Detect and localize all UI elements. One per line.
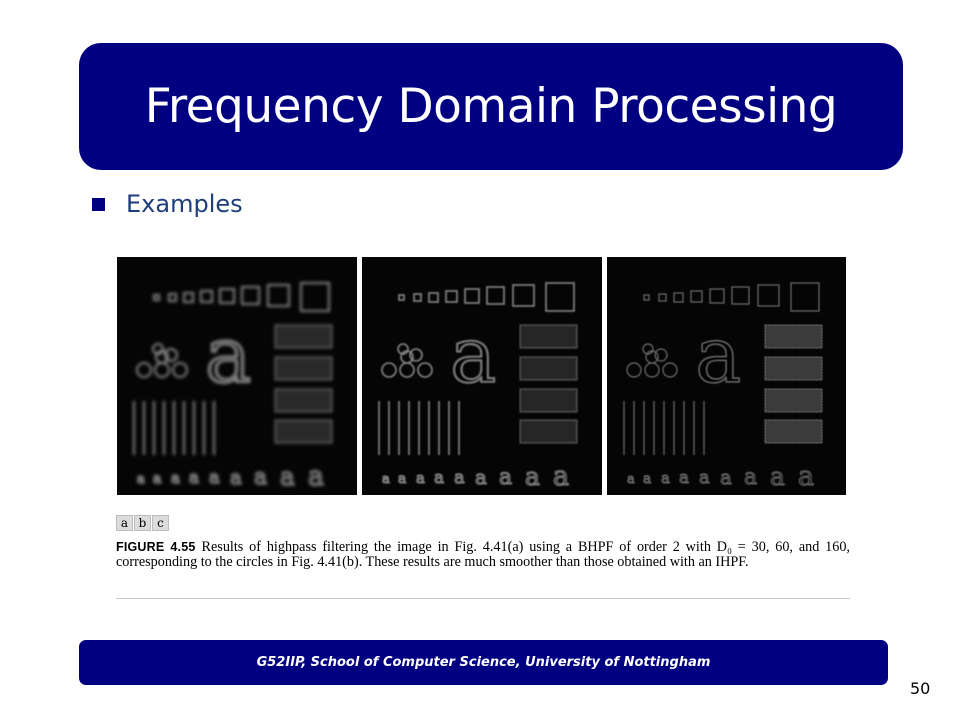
svg-text:a: a: [209, 467, 220, 488]
caption-divider: [116, 598, 850, 599]
figure-caption-label: FIGURE 4.55: [116, 540, 196, 554]
panel-label-b: b: [134, 515, 151, 531]
bullet-text: Examples: [126, 190, 243, 218]
svg-text:a: a: [661, 469, 670, 487]
panel-label-a: a: [116, 515, 133, 531]
slide-title: Frequency Domain Processing: [144, 79, 838, 134]
panel-labels: a b c: [116, 515, 170, 531]
letter-a-glyph: a: [205, 311, 252, 401]
svg-text:a: a: [699, 467, 710, 488]
svg-text:a: a: [230, 465, 242, 489]
svg-text:a: a: [679, 468, 689, 488]
svg-text:a: a: [382, 472, 390, 487]
panel-label-c: c: [152, 515, 169, 531]
svg-text:a: a: [254, 465, 267, 490]
bullet-item: Examples: [92, 190, 243, 218]
svg-text:a: a: [308, 461, 324, 492]
title-banner: Frequency Domain Processing: [79, 43, 903, 170]
svg-text:a: a: [398, 471, 406, 487]
svg-text:a: a: [280, 462, 295, 491]
svg-text:a: a: [153, 471, 161, 487]
svg-text:a: a: [454, 467, 465, 488]
svg-text:a: a: [189, 468, 199, 488]
svg-text:a: a: [525, 462, 540, 491]
svg-text:a: a: [720, 465, 732, 489]
svg-text:a: a: [798, 461, 814, 492]
svg-text:a: a: [171, 469, 180, 487]
svg-text:a: a: [475, 465, 487, 489]
page-number: 50: [910, 679, 931, 698]
svg-text:a: a: [627, 472, 635, 487]
svg-text:a: a: [770, 462, 785, 491]
svg-text:a: a: [553, 461, 569, 492]
svg-text:a: a: [499, 465, 512, 490]
svg-text:a: a: [416, 469, 425, 487]
svg-text:a: a: [744, 465, 757, 490]
svg-text:a: a: [643, 471, 651, 487]
bullet-square-icon: [92, 197, 105, 211]
letter-a-glyph: a: [695, 311, 742, 401]
footer-text: G52IIP, School of Computer Science, Univ…: [256, 655, 711, 670]
svg-text:a: a: [137, 472, 145, 487]
svg-text:a: a: [434, 468, 444, 488]
footer-banner: G52IIP, School of Computer Science, Univ…: [79, 640, 888, 685]
letter-a-glyph: a: [450, 311, 497, 401]
figure-caption-text: Results of highpass filtering the image …: [116, 539, 850, 570]
